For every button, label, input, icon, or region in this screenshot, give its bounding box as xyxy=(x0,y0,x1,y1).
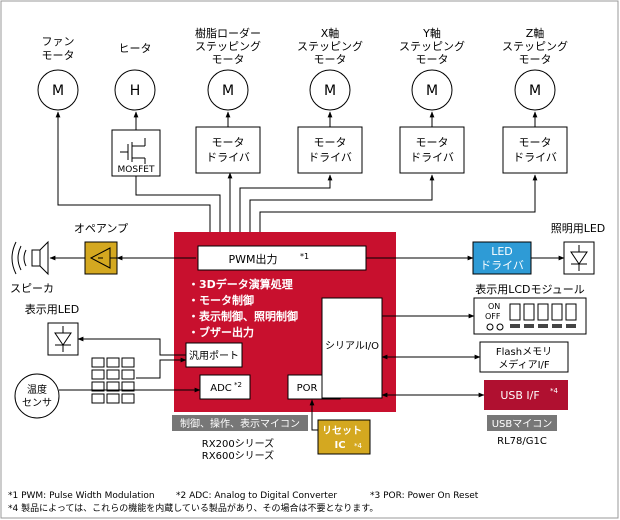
resin-loader-motor-label: 樹脂ローダーステッピングモータ xyxy=(195,26,261,66)
gpio-to-led xyxy=(77,336,186,356)
usb-part-number: RL78/G1C xyxy=(497,436,547,447)
display-led-label: 表示用LED xyxy=(25,302,80,316)
mosfet-box xyxy=(111,129,161,177)
footnote-1: *1 PWM: Pulse Width Modulation xyxy=(8,491,155,501)
serial-io-box xyxy=(321,297,383,399)
motor-driver-y-box xyxy=(399,126,465,174)
y-axis-motor-symbol: M xyxy=(426,83,438,99)
temp-sensor-circle xyxy=(14,373,60,419)
mcu-caption-bar xyxy=(172,415,308,431)
resin-loader-motor-circle xyxy=(207,69,249,111)
fan-motor-symbol: M xyxy=(52,83,64,99)
usb-if-box xyxy=(484,380,568,410)
motor-driver-y-label: モータドライバ xyxy=(410,136,454,164)
footnote-4: *4 製品によっては、これらの機能を内蔵している製品があり、その場合は不要となり… xyxy=(8,502,378,514)
reset-ic-note: *4 xyxy=(354,442,363,450)
y-axis-motor-circle xyxy=(411,69,453,111)
usb-if-note: *4 xyxy=(550,387,559,395)
footnote-2: *2 ADC: Analog to Digital Converter xyxy=(176,491,337,501)
flash-memory-label: FlashメモリメディアI/F xyxy=(496,347,552,371)
fan-motor-label: ファンモータ xyxy=(42,35,75,62)
usb-caption-bar xyxy=(487,415,557,431)
mosfet-icon xyxy=(120,138,146,164)
mcu-caption: 制御、操作、表示マイコン xyxy=(180,417,300,430)
lcd-on-label: ON xyxy=(488,302,500,311)
footnote-3: *3 POR: Power On Reset xyxy=(370,491,479,501)
sound-waves-icon xyxy=(11,241,27,275)
keypad-to-gpio xyxy=(136,357,187,379)
serial-io-label: シリアルI/O xyxy=(325,341,379,352)
usb-if-label: USB I/F xyxy=(500,389,539,402)
pwm-output-note: *1 xyxy=(300,252,309,261)
keypad-icon xyxy=(91,357,135,404)
adc-note: *2 xyxy=(234,381,242,389)
motor-driver-x-label: モータドライバ xyxy=(308,136,352,164)
heater-symbol: H xyxy=(130,83,141,99)
opamp-icon xyxy=(89,247,117,269)
top-connections xyxy=(57,111,538,232)
feature-display-lighting: ・表示制御、照明制御 xyxy=(188,309,298,323)
lcd-indicator-bars xyxy=(510,324,576,328)
motor-driver-z-box xyxy=(502,126,568,174)
heater-circle xyxy=(114,69,156,111)
mosfet-label: MOSFET xyxy=(118,165,155,175)
adc-box xyxy=(199,374,251,400)
feature-motor-control: ・モータ制御 xyxy=(188,293,254,307)
lcd-module-label: 表示用LCDモジュール xyxy=(475,282,585,296)
y-axis-motor-label: Y軸ステッピングモータ xyxy=(399,26,465,66)
x-axis-motor-label: X軸ステッピングモータ xyxy=(297,26,363,66)
lcd-segment-digits-icon xyxy=(509,303,577,321)
usb-caption: USBマイコン xyxy=(492,419,553,430)
adc-label: ADC xyxy=(210,383,232,394)
motor-driver-z-label: モータドライバ xyxy=(513,136,557,164)
fan-motor-circle xyxy=(37,69,79,111)
x-axis-motor-symbol: M xyxy=(324,83,336,99)
pwm-output-box xyxy=(197,245,367,271)
feature-3d-processing: ・3Dデータ演算処理 xyxy=(188,277,293,291)
led-driver-box xyxy=(472,241,532,275)
gpio-box xyxy=(185,342,243,368)
resin-loader-motor-symbol: M xyxy=(222,83,234,99)
pwm-output-label: PWM出力 xyxy=(228,252,277,266)
lighting-led-icon xyxy=(570,245,588,271)
por-label: POR xyxy=(297,383,318,394)
lcd-off-label: OFF xyxy=(485,312,501,321)
lighting-led-label: 照明用LED xyxy=(551,222,606,235)
gpio-label: 汎用ポート xyxy=(189,349,239,362)
motor-driver-resin-box xyxy=(195,126,261,174)
reset-ic-box xyxy=(317,419,371,455)
lcd-buttons-icon xyxy=(486,323,504,331)
x-axis-motor-circle xyxy=(309,69,351,111)
speaker-label: スピーカ xyxy=(10,282,54,295)
speaker-icon xyxy=(31,240,49,276)
display-led-icon xyxy=(54,326,72,352)
feature-buzzer-output: ・ブザー出力 xyxy=(188,325,254,339)
opamp-label: オペアンプ xyxy=(74,222,128,235)
temp-sensor-label: 温度センサ xyxy=(22,383,52,409)
z-axis-motor-symbol: M xyxy=(529,83,541,99)
motor-driver-x-box xyxy=(297,126,363,174)
motor-driver-resin-label: モータドライバ xyxy=(206,136,250,164)
reset-connection xyxy=(309,399,318,431)
heater-label: ヒータ xyxy=(119,42,152,55)
z-axis-motor-circle xyxy=(514,69,556,111)
z-axis-motor-label: Z軸ステッピングモータ xyxy=(502,26,568,66)
